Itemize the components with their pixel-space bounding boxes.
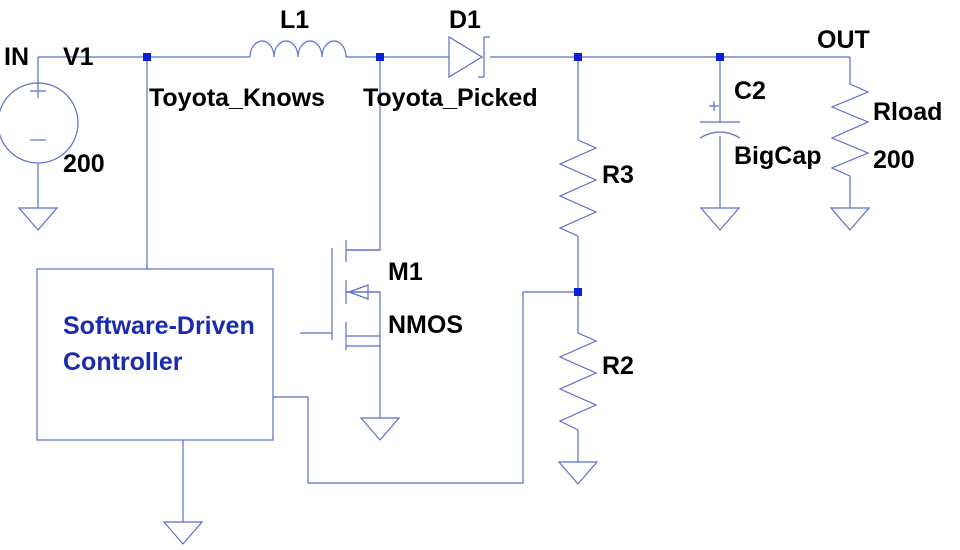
label-out: OUT bbox=[817, 26, 870, 54]
node-c2-top bbox=[716, 53, 724, 61]
voltage-source-v1 bbox=[0, 82, 79, 164]
ground-icon bbox=[17, 207, 59, 231]
ground-icon bbox=[359, 417, 401, 441]
wire-source-to-ground bbox=[346, 345, 381, 418]
arrow-icon bbox=[347, 284, 369, 300]
node-toyota-knows bbox=[143, 53, 151, 61]
ground-icon bbox=[829, 207, 871, 231]
label-m1-type: NMOS bbox=[388, 311, 463, 339]
grounds bbox=[17, 207, 871, 545]
wire-feedback bbox=[273, 291, 578, 484]
label-l1: L1 bbox=[280, 6, 309, 34]
labels: IN V1 200 L1 D1 OUT Toyota_Knows Toyota_… bbox=[4, 6, 942, 380]
resistor-r2 bbox=[558, 332, 598, 431]
ground-icon bbox=[699, 207, 741, 231]
label-v1: V1 bbox=[63, 43, 94, 71]
label-d1: D1 bbox=[449, 6, 481, 34]
label-r2: R2 bbox=[602, 352, 634, 380]
ground-icon bbox=[162, 521, 204, 545]
controller-label-line1: Software-Driven bbox=[63, 312, 255, 340]
label-toyota-picked: Toyota_Picked bbox=[363, 84, 538, 112]
wire-mosfet-body bbox=[346, 291, 381, 346]
label-c2: C2 bbox=[734, 77, 766, 105]
label-c2-value: BigCap bbox=[734, 142, 822, 170]
label-rload: Rload bbox=[873, 98, 942, 126]
label-toyota-knows: Toyota_Knows bbox=[149, 84, 325, 112]
mosfet-m1 bbox=[331, 240, 380, 350]
label-in: IN bbox=[4, 43, 29, 71]
diode-d1 bbox=[448, 35, 490, 79]
controller-block: Software-Driven Controller bbox=[36, 268, 274, 441]
junction-nodes bbox=[143, 53, 724, 296]
inductor-l1 bbox=[249, 40, 347, 58]
resistor-rload bbox=[830, 83, 870, 177]
label-rload-value: 200 bbox=[873, 146, 915, 174]
controller-label-line2: Controller bbox=[63, 348, 183, 376]
resistor-r3 bbox=[558, 139, 598, 237]
node-r3-top bbox=[574, 53, 582, 61]
node-feedback bbox=[574, 288, 582, 296]
label-r3: R3 bbox=[602, 161, 634, 189]
plus-icon bbox=[30, 83, 46, 98]
plus-icon bbox=[709, 101, 719, 111]
label-v1-value: 200 bbox=[63, 150, 105, 178]
node-toyota-picked bbox=[376, 53, 384, 61]
capacitor-c2 bbox=[699, 101, 741, 139]
label-m1: M1 bbox=[388, 258, 423, 286]
wires bbox=[37, 56, 851, 522]
ground-icon bbox=[557, 461, 599, 485]
